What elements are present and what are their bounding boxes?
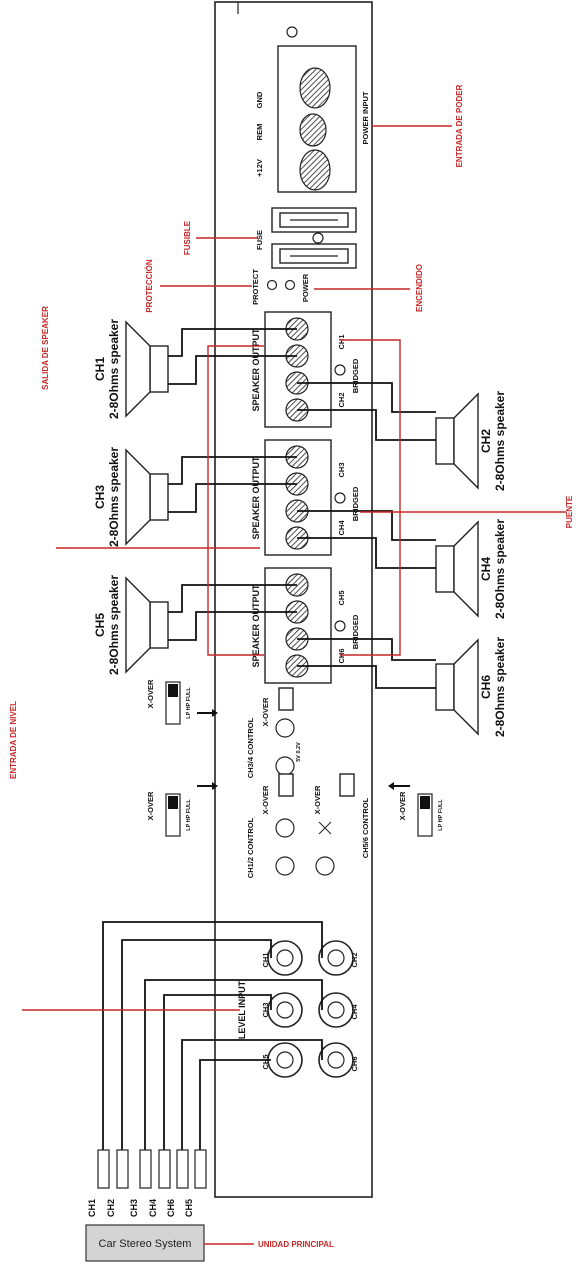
callout-power-input: ENTRADA DE PODER xyxy=(455,84,464,167)
ch34-control-label: CH3/4 CONTROL xyxy=(246,717,255,778)
xover-detail-3-title: X-OVER xyxy=(398,791,407,820)
xover-switch-detail-2: X-OVER LP HP FULL xyxy=(146,782,218,837)
ch56-control-label: CH5/6 CONTROL xyxy=(361,797,370,858)
speaker-ch1: CH1 2-8Ohms speaker xyxy=(93,319,169,419)
plug-ch1-label: CH1 xyxy=(87,1199,97,1217)
head-unit: Car Stereo System xyxy=(85,1224,205,1262)
speaker-ch5: CH5 2-8Ohms speaker xyxy=(93,575,169,675)
rca-cables xyxy=(102,921,323,1150)
ch3-output-label: CH3 xyxy=(337,462,346,477)
ch34-range-label: 5V 0.2V xyxy=(296,742,302,762)
plug-ch2-label: CH2 xyxy=(106,1199,116,1217)
plus12v-label: +12V xyxy=(255,159,264,177)
speaker-ch5-channel: CH5 xyxy=(93,613,107,637)
rem-label: REM xyxy=(255,124,264,141)
xover-switch-detail-3: X-OVER LP HP FULL xyxy=(388,782,444,837)
callout-bridge: PUENTE xyxy=(565,495,574,528)
rca-ch6-label: CH6 xyxy=(350,1056,359,1071)
fuse-label: FUSE xyxy=(255,230,264,250)
speaker-ch4-channel: CH4 xyxy=(479,557,493,581)
ch2-output-label: CH2 xyxy=(337,392,346,407)
gnd-label: GND xyxy=(255,91,264,108)
plug-ch5-label: CH5 xyxy=(184,1199,194,1217)
ch12-xover-switch[interactable] xyxy=(278,773,294,797)
callout-power: ENCENDIDO xyxy=(415,264,424,312)
speaker-ch4-spec: 2-8Ohms speaker xyxy=(493,519,507,619)
speaker-ch4: CH4 2-8Ohms speaker xyxy=(435,519,507,619)
speaker-ch1-channel: CH1 xyxy=(93,357,107,381)
fuse-block: FUSE xyxy=(255,207,357,269)
bridged-wiring xyxy=(207,339,401,656)
speaker-ch3: CH3 2-8Ohms speaker xyxy=(93,447,169,547)
speaker-ch5-spec: 2-8Ohms speaker xyxy=(107,575,121,675)
speaker-ch2-channel: CH2 xyxy=(479,429,493,453)
bridged-label-2: BRIDGED xyxy=(351,486,360,521)
rca-ch4-label: CH4 xyxy=(350,1004,359,1020)
power-led-label: POWER xyxy=(301,273,310,302)
ch5-output-label: CH5 xyxy=(337,590,346,605)
speaker-ch1-spec: 2-8Ohms speaker xyxy=(107,319,121,419)
callout-speaker-output: SALIDA DE SPEAKER xyxy=(41,306,50,390)
plug-ch3-label: CH3 xyxy=(129,1199,139,1217)
ch12-control-label: CH1/2 CONTROL xyxy=(246,817,255,878)
speaker-ch2-spec: 2-8Ohms speaker xyxy=(493,391,507,491)
ch6-output-label: CH6 xyxy=(337,648,346,663)
speaker-output-label-3: SPEAKER OUTPUT xyxy=(251,584,261,668)
callouts: ENTRADA DE PODER FUSIBLE PROTECCIÓN ENCE… xyxy=(9,84,574,1249)
channel-polarity-labels: CH1 CH2 CH3 CH4 CH5 CH6 BRIDGED BRIDGED … xyxy=(334,334,360,664)
speaker-output-label-2: SPEAKER OUTPUT xyxy=(251,456,261,540)
speaker-ch3-spec: 2-8Ohms speaker xyxy=(107,447,121,547)
xover-detail-1-title: X-OVER xyxy=(146,679,155,708)
speaker-ch6: CH6 2-8Ohms speaker xyxy=(435,637,507,737)
callout-fuse: FUSIBLE xyxy=(183,220,192,255)
power-input-label: POWER INPUT xyxy=(361,91,370,144)
level-input-label: LEVEL INPUT xyxy=(237,980,247,1039)
rca-ch1-label: CH1 xyxy=(261,952,270,967)
protect-label: PROTECT xyxy=(251,269,260,305)
ch56-control: CH5/6 CONTROL X-OVER xyxy=(313,773,370,876)
speaker-ch6-spec: 2-8Ohms speaker xyxy=(493,637,507,737)
ch56-xover-switch[interactable] xyxy=(339,773,355,797)
xover-detail-2-title: X-OVER xyxy=(146,791,155,820)
xover-detail-2-positions: LP HP FULL xyxy=(186,799,192,831)
ch12-control: CH1/2 CONTROL X-OVER xyxy=(246,773,295,878)
ch12-xover-label: X-OVER xyxy=(261,785,270,814)
plug-ch6-label: CH6 xyxy=(166,1199,176,1217)
speaker-ch6-channel: CH6 xyxy=(479,675,493,699)
plug-ch4-label: CH4 xyxy=(148,1199,158,1217)
callout-head-unit: UNIDAD PRINCIPAL xyxy=(258,1240,334,1249)
level-input-block: LEVEL INPUT CH1 CH2 CH3 CH4 CH5 CH6 xyxy=(237,940,359,1078)
rca-plugs: CH1 CH2 CH3 CH4 CH6 CH5 xyxy=(87,1149,207,1217)
left-speaker-wires xyxy=(168,328,297,641)
ch1-output-label: CH1 xyxy=(337,334,346,349)
bridged-label-1: BRIDGED xyxy=(351,358,360,393)
xover-detail-1-positions: LP HP FULL xyxy=(186,687,192,719)
callout-protect: PROTECCIÓN xyxy=(145,259,154,313)
rca-ch5-label: CH5 xyxy=(261,1054,270,1069)
rca-ch2-label: CH2 xyxy=(350,952,359,967)
speaker-ch2: CH2 2-8Ohms speaker xyxy=(435,391,507,491)
speaker-output-label-1: SPEAKER OUTPUT xyxy=(251,328,261,412)
speaker-ch3-channel: CH3 xyxy=(93,485,107,509)
callout-level-input: ENTRADA DE NIVEL xyxy=(9,701,18,779)
rca-ch3-label: CH3 xyxy=(261,1002,270,1017)
ch56-xover-label: X-OVER xyxy=(313,785,322,814)
xover-detail-3-positions: LP HP FULL xyxy=(438,799,444,831)
ch34-xover-switch[interactable] xyxy=(278,687,294,711)
bridged-label-3: BRIDGED xyxy=(351,614,360,649)
ch34-control: CH3/4 CONTROL 5V 0.2V X-OVER xyxy=(246,687,302,778)
head-unit-label: Car Stereo System xyxy=(99,1238,192,1250)
xover-switch-detail-1: X-OVER LP HP FULL xyxy=(146,679,218,725)
indicator-leds: PROTECT POWER xyxy=(251,269,310,305)
ch4-output-label: CH4 xyxy=(337,520,346,536)
power-input-block: GND REM +12V POWER INPUT xyxy=(255,26,370,193)
ch34-xover-label: X-OVER xyxy=(261,697,270,726)
right-speaker-wires xyxy=(297,382,436,689)
